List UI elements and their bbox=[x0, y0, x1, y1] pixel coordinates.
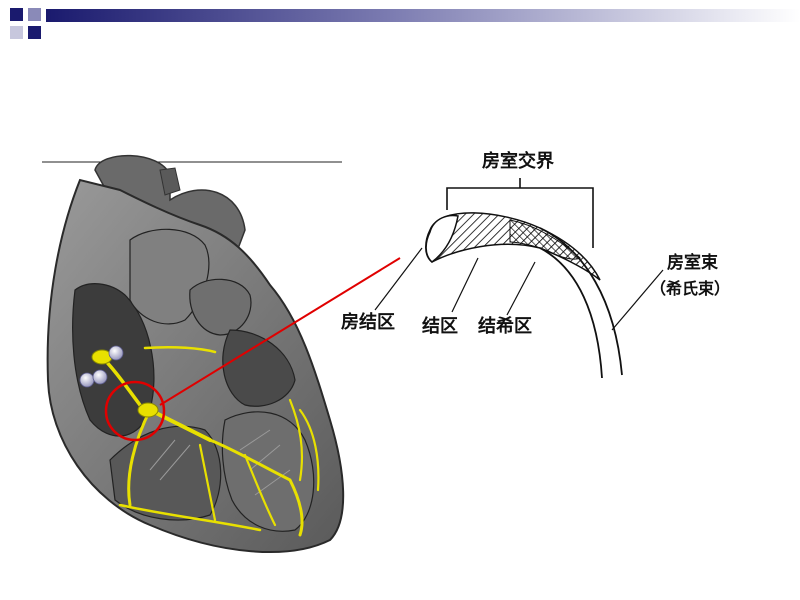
leader-node-zone bbox=[451, 257, 479, 313]
atrial-node-cap bbox=[425, 214, 459, 263]
conduction-system bbox=[98, 345, 320, 537]
trabeculae-lines bbox=[149, 429, 291, 496]
av-node-highlight-circle bbox=[104, 380, 166, 442]
junction-label: 房室交界 bbox=[482, 151, 554, 172]
left-bundle-branch bbox=[208, 438, 304, 537]
ganglion-sphere-1 bbox=[108, 345, 124, 361]
slide-header-decoration bbox=[10, 8, 800, 39]
left-ventricle-chamber bbox=[221, 411, 315, 532]
node-zone-label: 结区 bbox=[422, 316, 458, 337]
junction-bracket bbox=[446, 178, 594, 248]
purkinje-branches bbox=[198, 398, 320, 527]
leader-node-his-zone bbox=[506, 261, 536, 316]
header-square-3 bbox=[28, 26, 41, 39]
leader-bundle bbox=[611, 269, 664, 331]
right-bundle-branch bbox=[127, 408, 152, 507]
node-his-zone-label: 结希区 bbox=[478, 316, 532, 337]
header-square-1 bbox=[10, 8, 23, 21]
av-node bbox=[137, 402, 159, 418]
node-his-region bbox=[509, 219, 581, 260]
ventricular-band bbox=[118, 503, 262, 532]
vessel-branch bbox=[159, 167, 181, 196]
atrial-pathway bbox=[143, 345, 217, 354]
bundle-alt-label: （希氏束） bbox=[650, 279, 731, 298]
bundle-label: 房室束 bbox=[667, 253, 718, 273]
heart-illustration bbox=[46, 154, 345, 553]
header-gradient-bar bbox=[46, 9, 800, 22]
av-node-zone-label: 房结区 bbox=[341, 312, 395, 333]
header-square-2 bbox=[28, 8, 41, 21]
ganglion-sphere-3 bbox=[92, 369, 108, 385]
pointer-line bbox=[159, 257, 401, 406]
ganglion-sphere-2 bbox=[79, 372, 95, 388]
junction-schematic bbox=[374, 178, 664, 379]
pulmonary-root bbox=[189, 278, 252, 336]
left-atrium-chamber bbox=[222, 329, 296, 407]
his-bundle-tube bbox=[539, 227, 623, 379]
leader-av-node-zone bbox=[374, 247, 423, 311]
header-square-4 bbox=[10, 26, 23, 39]
